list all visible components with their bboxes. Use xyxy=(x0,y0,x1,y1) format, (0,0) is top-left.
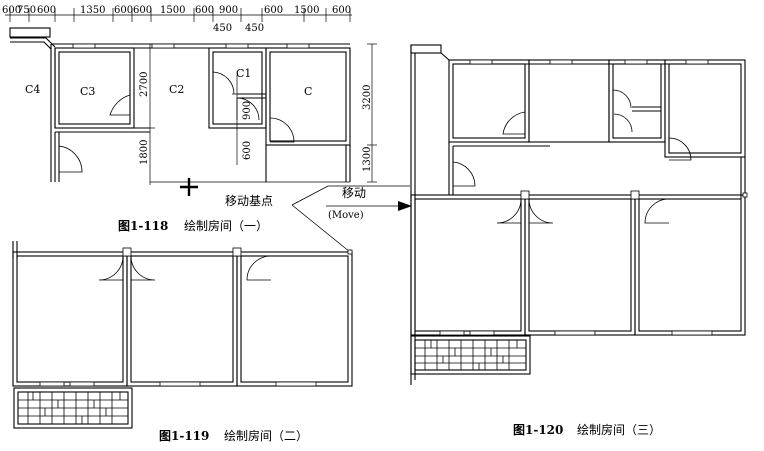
caption-118-number: 图1-118 xyxy=(118,219,168,233)
move-label-en: (Move) xyxy=(328,210,364,221)
room-label-c1: C1 xyxy=(236,67,251,80)
dim-side-1800: 1800 xyxy=(139,140,150,165)
dim-top-10: 600 xyxy=(264,5,283,16)
top-dimension-line: 600 750 600 1350 600 600 1500 600 900 60… xyxy=(2,5,352,34)
dim-top-7: 1500 xyxy=(160,5,185,16)
move-label-cn: 移动 xyxy=(342,186,366,200)
dim-side-3200: 3200 xyxy=(362,85,373,110)
dim-side-600: 600 xyxy=(242,141,253,160)
dim-top-3: 600 xyxy=(37,5,56,16)
figure-1-119: 图1-119 绘制房间（二） xyxy=(12,241,353,443)
dim-top-4: 1350 xyxy=(80,5,105,16)
dim-top-6: 600 xyxy=(133,5,152,16)
dim-top-5: 600 xyxy=(114,5,133,16)
caption-120-text: 绘制房间（三） xyxy=(577,422,661,437)
figure-1-118: 600 750 600 1350 600 600 1500 600 900 60… xyxy=(2,5,377,233)
doors-118 xyxy=(58,71,295,173)
base-point-marker-icon xyxy=(347,249,353,255)
windows-118 xyxy=(72,43,310,49)
dim-side-2700: 2700 xyxy=(139,72,150,97)
room-label-c4: C4 xyxy=(25,83,40,96)
room-label-c: C xyxy=(304,85,312,98)
move-annotation: 移动基点 移动 (Move) xyxy=(225,185,412,253)
room-label-c3: C3 xyxy=(80,85,95,98)
room-label-c2: C2 xyxy=(169,83,184,96)
caption-118-text: 绘制房间（一） xyxy=(184,218,268,233)
balcony-parquet-119 xyxy=(13,387,133,429)
dim-top-8: 600 xyxy=(195,5,214,16)
move-arrow-icon xyxy=(398,201,412,211)
dim-top-1: 600 xyxy=(2,5,21,16)
caption-119-text: 绘制房间（二） xyxy=(224,428,308,443)
base-point-marker-120-icon xyxy=(742,192,748,198)
dim-side-1300: 1300 xyxy=(362,147,373,172)
caption-120-number: 图1-120 xyxy=(513,423,563,437)
dim-top2-2: 450 xyxy=(245,23,264,34)
dim-top-11: 1500 xyxy=(294,5,319,16)
dim-top-2: 750 xyxy=(17,5,36,16)
door-119-3 xyxy=(246,255,272,281)
base-point-label: 移动基点 xyxy=(225,194,273,208)
dim-side-900: 900 xyxy=(242,101,253,120)
door-119-1 xyxy=(98,255,124,281)
caption-119-number: 图1-119 xyxy=(159,429,209,443)
plus-marker-icon xyxy=(180,178,198,196)
side-dimension-lines: 2700 900 1800 600 3200 1300 xyxy=(139,43,377,185)
balcony-parquet-120 xyxy=(410,335,531,375)
dim-top2-1: 450 xyxy=(213,23,232,34)
dim-top-9: 900 xyxy=(219,5,238,16)
figure-1-120: 图1-120 绘制房间（三） xyxy=(410,44,748,437)
plan-walls-118 xyxy=(9,27,351,183)
door-119-2 xyxy=(130,255,156,281)
dim-top-12: 600 xyxy=(332,5,351,16)
